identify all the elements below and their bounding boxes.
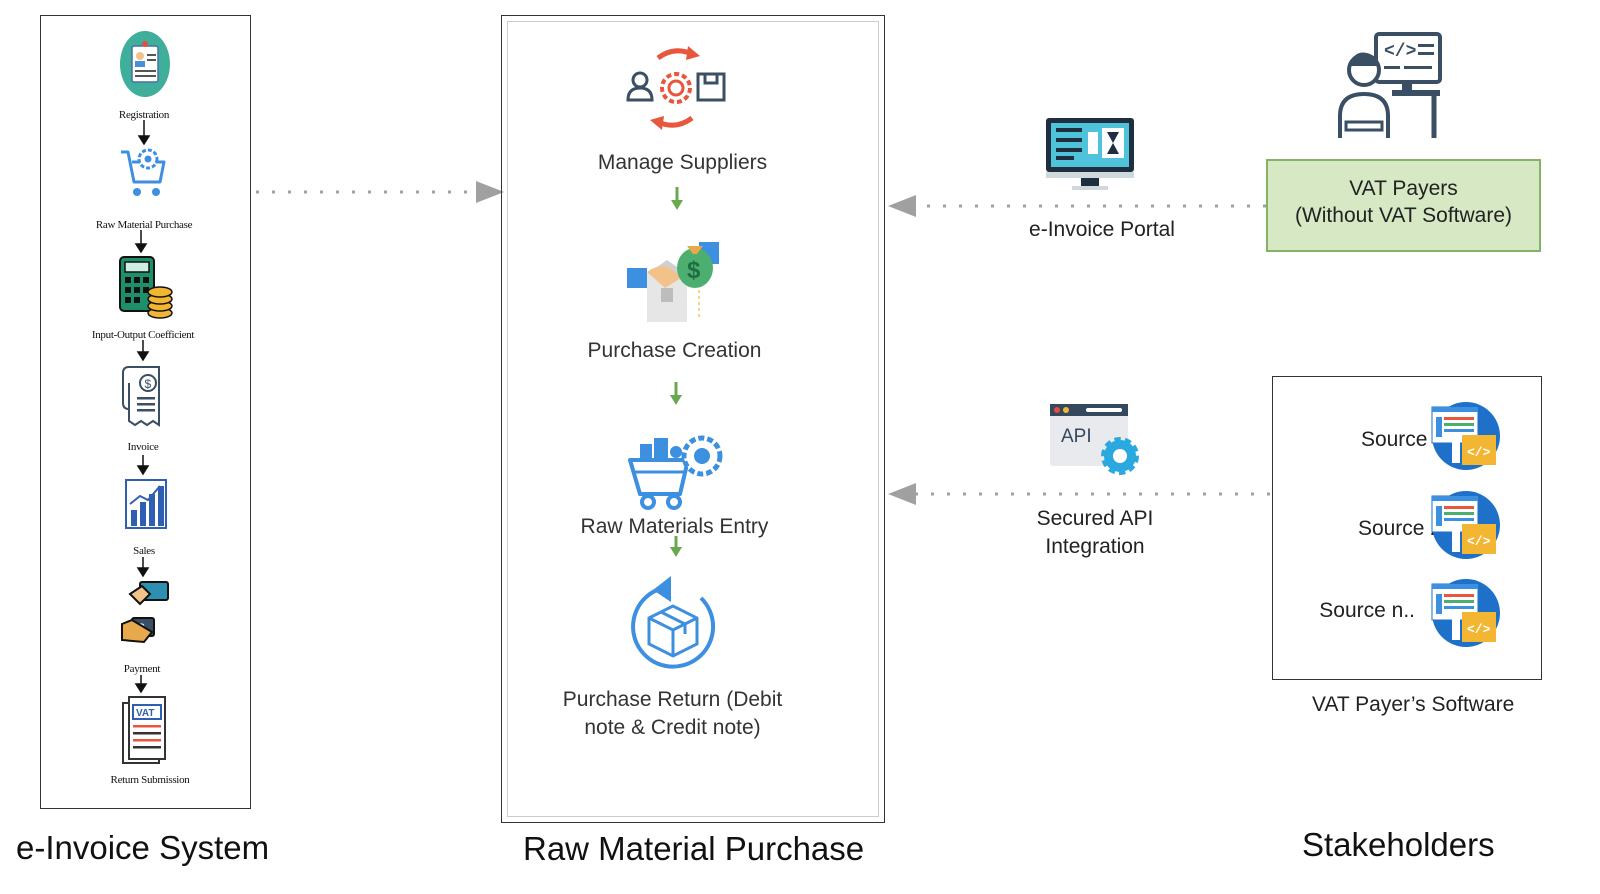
source-n-software-icon: </> — [1426, 578, 1506, 653]
source-2-label: Source 2 — [1357, 517, 1442, 540]
e-invoice-portal-label: e-Invoice Portal — [1029, 218, 1175, 241]
monitor-portal-icon — [1044, 116, 1138, 197]
dotted-arrow-left-to-middle — [256, 181, 504, 203]
svg-text:$: $ — [145, 377, 152, 391]
source-1-software-icon: </> — [1426, 401, 1506, 476]
registration-icon — [118, 30, 172, 105]
vat-payers-box — [1266, 159, 1541, 252]
shopping-cart-gear-icon — [118, 144, 168, 207]
developer-person-icon: </> — [1336, 30, 1444, 147]
vat-payer-software-caption: VAT Payer’s Software — [1312, 693, 1515, 716]
api-badge-text: API — [1061, 426, 1092, 447]
secured-api-label-line1: Secured API — [1036, 507, 1154, 530]
purchase-money-bag-icon: $ — [625, 228, 725, 331]
step-label-invoice: Invoice — [127, 441, 159, 453]
step-label-sales: Sales — [133, 545, 155, 557]
source-n-label: Source n.. — [1319, 599, 1415, 622]
return-box-icon — [627, 574, 719, 675]
raw-material-purchase-panel — [501, 15, 885, 823]
step-label-input-output-coefficient: Input-Output Coefficient — [91, 329, 195, 341]
step-label-raw-materials-entry: Raw Materials Entry — [580, 515, 769, 538]
dotted-arrow-api-to-middle — [888, 483, 1270, 505]
payment-hands-icon: $ — [118, 580, 172, 651]
step-label-purchase-return-line1: Purchase Return (Debit — [562, 688, 783, 711]
raw-material-purchase-title: Raw Material Purchase — [523, 830, 865, 867]
svg-text:</>: </> — [1467, 622, 1491, 637]
source-1-label: Source 1 — [1360, 428, 1445, 451]
source-2-software-icon: </> — [1426, 490, 1506, 565]
left-step-arrows — [134, 120, 151, 694]
svg-text:$: $ — [687, 257, 701, 284]
materials-cart-gear-icon — [626, 428, 726, 517]
stakeholders-title: Stakeholders — [1302, 826, 1495, 863]
step-label-registration: Registration — [118, 109, 170, 121]
svg-text:VAT: VAT — [136, 708, 155, 719]
step-label-purchase-return-line2: note & Credit note) — [584, 716, 761, 739]
middle-step-arrows — [670, 187, 683, 557]
vat-payers-line2: (Without VAT Software) — [1294, 204, 1513, 227]
invoice-receipt-icon: $ — [119, 363, 169, 436]
e-invoice-system-title: e-Invoice System — [16, 829, 270, 866]
vat-payer-software-box — [1272, 376, 1542, 680]
bar-chart-icon — [124, 478, 168, 535]
api-gear-icon — [1048, 402, 1144, 487]
vat-payers-line1: VAT Payers — [1349, 177, 1458, 200]
secured-api-label-line2: Integration — [1045, 535, 1145, 558]
calculator-coins-icon — [118, 255, 174, 326]
svg-text:</>: </> — [1467, 445, 1491, 460]
dotted-arrow-portal-to-middle — [888, 195, 1266, 217]
raw-material-purchase-panel-inner — [507, 21, 879, 817]
step-label-manage-suppliers: Manage Suppliers — [597, 151, 768, 174]
step-label-purchase-creation: Purchase Creation — [587, 339, 762, 362]
vat-document-icon: VAT — [119, 693, 169, 772]
svg-text:</>: </> — [1384, 42, 1416, 62]
svg-text:</>: </> — [1467, 534, 1491, 549]
step-label-payment: Payment — [123, 663, 161, 675]
step-label-return-submission: Return Submission — [110, 774, 190, 786]
suppliers-cycle-icon — [622, 44, 728, 137]
e-invoice-system-panel — [40, 15, 251, 809]
step-label-raw-material-purchase: Raw Material Purchase — [95, 219, 193, 231]
